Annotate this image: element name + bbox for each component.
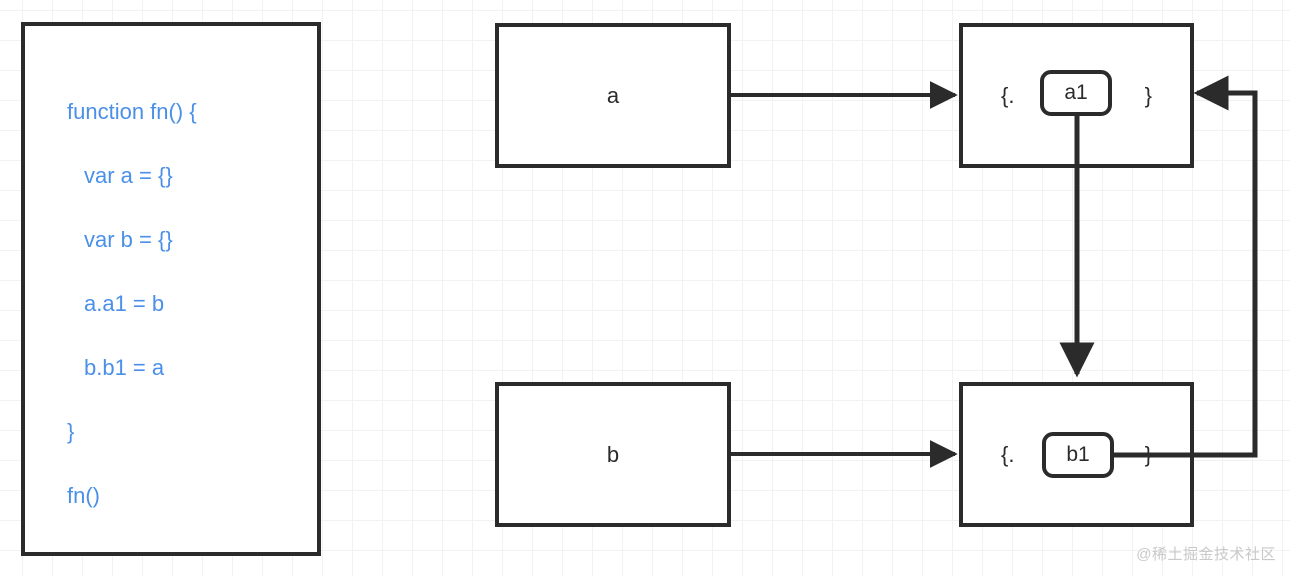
code-line: fn() — [67, 483, 100, 508]
variable-box-a: a — [495, 23, 731, 168]
object-b-close-brace: } — [1144, 441, 1152, 467]
code-panel: function fn() { var a = {} var b = {} a.… — [21, 22, 321, 556]
code-line: a.a1 = b — [84, 291, 165, 316]
code-line: function fn() { — [67, 99, 197, 124]
variable-box-a-label: a — [606, 82, 620, 108]
code-line: b.b1 = a — [84, 355, 165, 380]
property-chip-b1: b1 — [1042, 432, 1114, 478]
variable-box-b: b — [495, 382, 731, 527]
object-a-open-brace: {. — [1001, 82, 1015, 108]
code-line: var b = {} — [84, 227, 173, 252]
code-line: var a = {} — [84, 163, 173, 188]
code-line: } — [67, 419, 75, 444]
code-lines: function fn() { var a = {} var b = {} a.… — [25, 26, 317, 528]
object-b-open-brace: {. — [1001, 441, 1015, 467]
object-a-close-brace: } — [1144, 82, 1152, 108]
property-chip-a1: a1 — [1040, 70, 1112, 116]
variable-box-b-label: b — [606, 441, 620, 467]
watermark: @稀土掘金技术社区 — [1136, 546, 1276, 563]
